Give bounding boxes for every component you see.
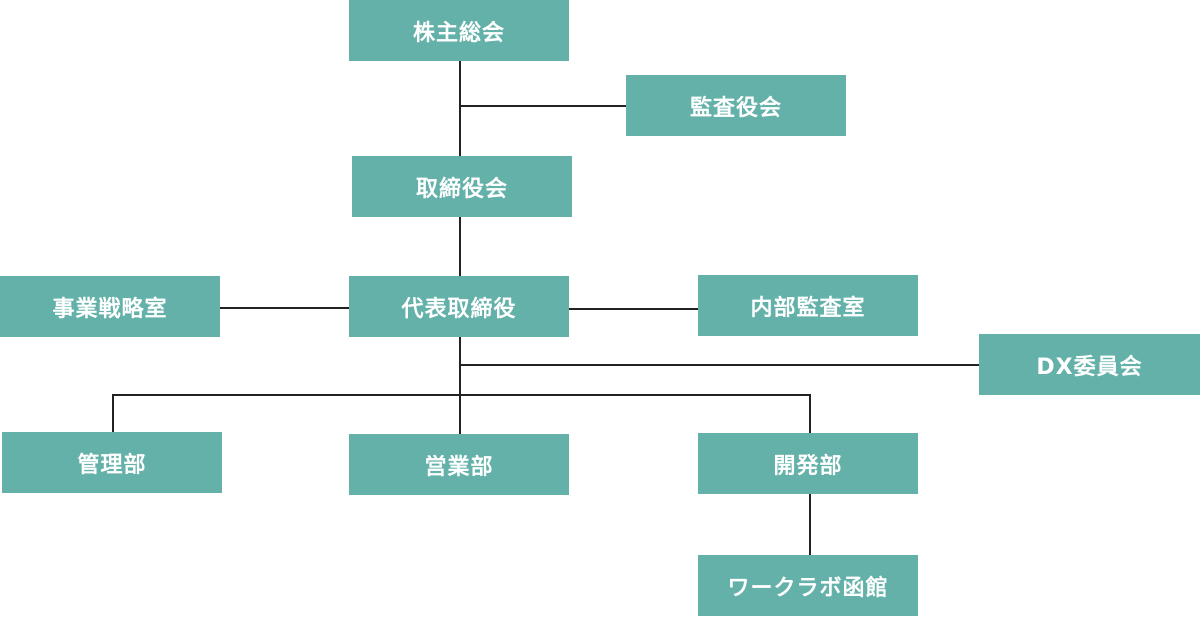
connector-line <box>459 105 626 107</box>
connector-line <box>809 494 811 555</box>
node-board-of-directors: 取締役会 <box>352 156 572 217</box>
node-shareholders-meeting: 株主総会 <box>349 0 569 61</box>
node-worklab-hakodate: ワークラボ函館 <box>698 555 918 616</box>
connector-line <box>459 337 461 434</box>
node-dx-committee: DX委員会 <box>979 334 1200 395</box>
connector-line <box>112 394 810 396</box>
node-admin-dept: 管理部 <box>2 432 222 493</box>
node-ceo: 代表取締役 <box>349 276 569 337</box>
connector-line <box>459 364 979 366</box>
node-dev-dept: 開発部 <box>698 433 918 494</box>
connector-line <box>220 307 349 309</box>
node-sales-dept: 営業部 <box>349 434 569 495</box>
connector-line <box>809 394 811 434</box>
connector-line <box>459 217 461 277</box>
node-internal-audit: 内部監査室 <box>698 275 918 336</box>
node-business-strategy: 事業戦略室 <box>0 276 220 337</box>
node-audit-board: 監査役会 <box>626 75 846 136</box>
connector-line <box>459 61 461 156</box>
connector-line <box>569 308 698 310</box>
connector-line <box>112 394 114 433</box>
